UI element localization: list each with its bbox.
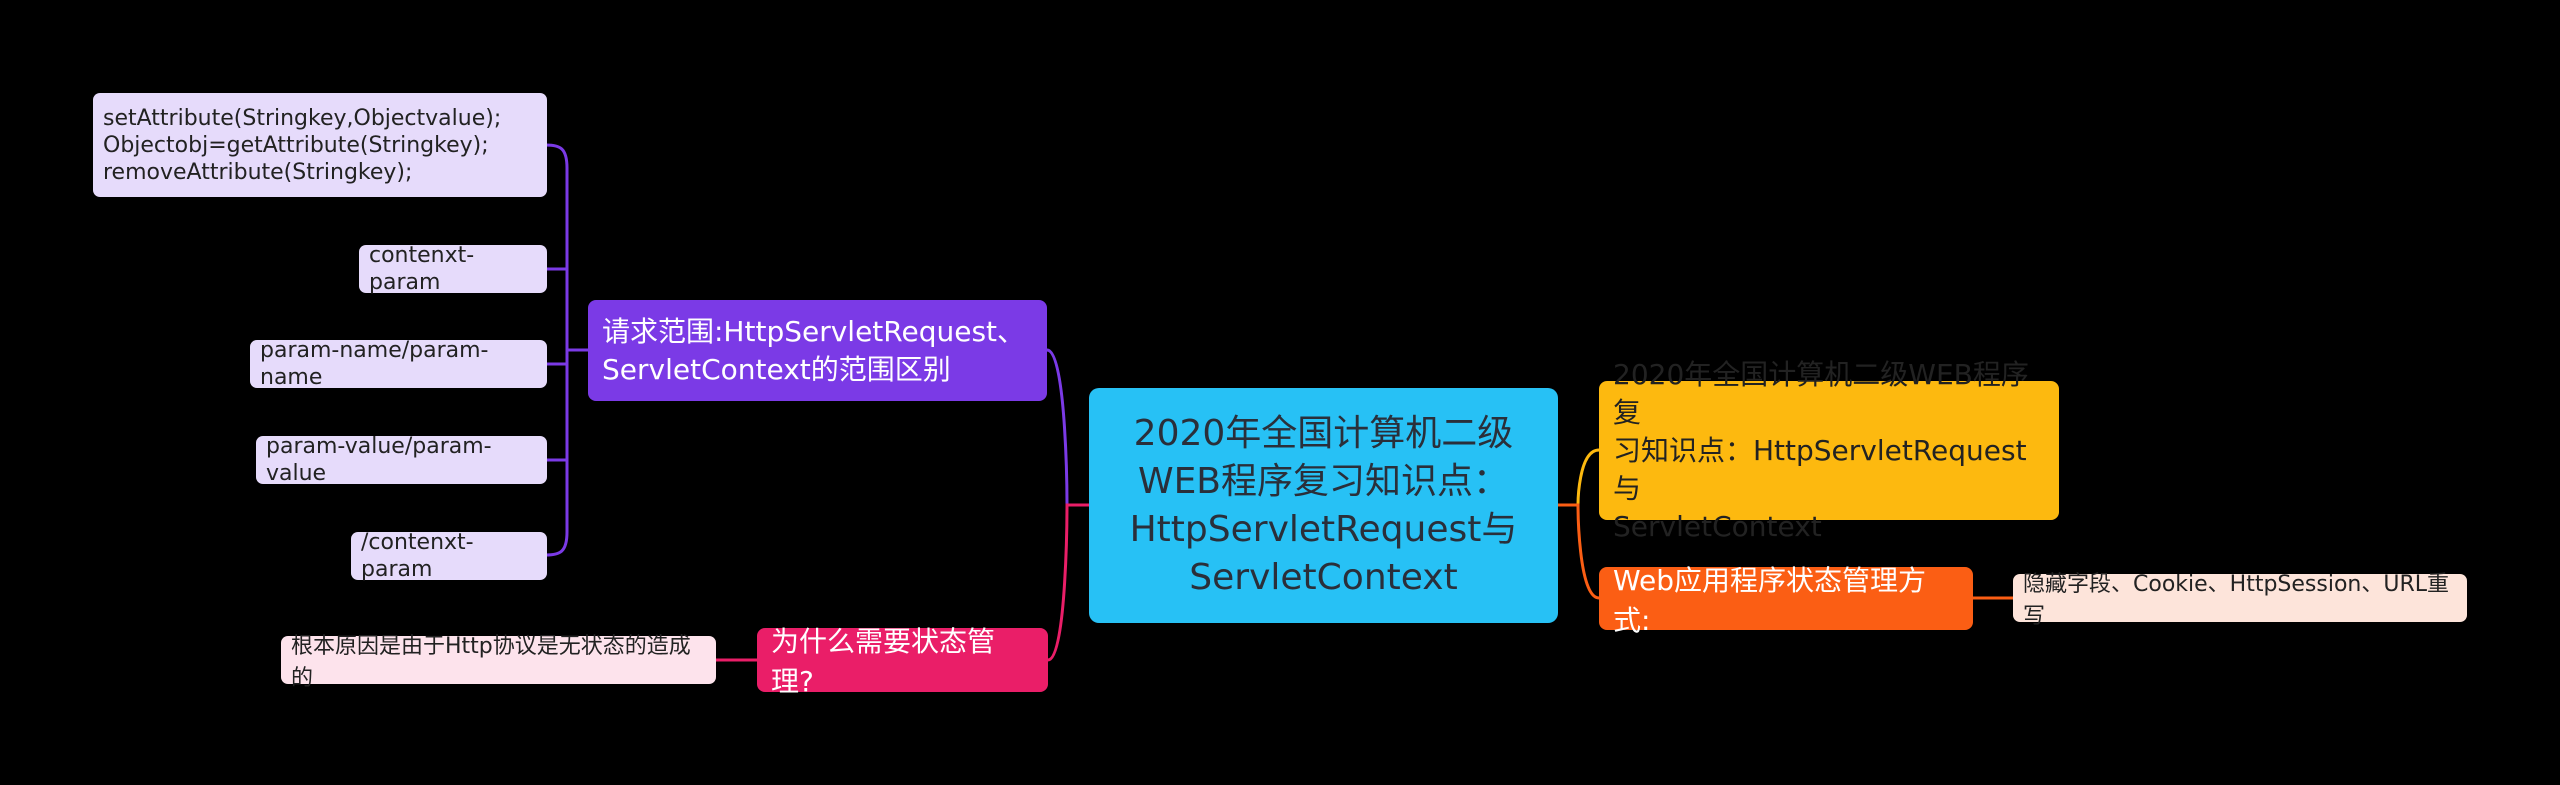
topic-summary[interactable]: 2020年全国计算机二级WEB程序复 习知识点：HttpServletReque… <box>1599 358 2059 543</box>
root-topic[interactable]: 2020年全国计算机二级 WEB程序复习知识点： HttpServletRequ… <box>1089 388 1558 623</box>
link-root-web <box>1558 503 1600 600</box>
leaf-contenxt-param-close[interactable]: /contenxt-param <box>351 530 547 582</box>
leaf-root-cause[interactable]: 根本原因是由于Http协议是无状态的造成的 <box>281 634 716 691</box>
leaf-attribute-methods[interactable]: setAttribute(Stringkey,Objectvalue); Obj… <box>93 93 547 197</box>
leaf-param-value[interactable]: param-value/param-value <box>256 434 547 486</box>
link-root-scope <box>1046 348 1089 507</box>
topic-web-state-management[interactable]: Web应用程序状态管理方式: <box>1599 564 1973 637</box>
link-root-summary <box>1558 448 1600 507</box>
leaf-contenxt-param[interactable]: contenxt-param <box>359 243 547 295</box>
link-root-why <box>1047 503 1089 662</box>
leaf-state-methods[interactable]: 隐藏字段、Cookie、HttpSession、URL重写 <box>2013 572 2467 629</box>
link-scope-bracket <box>545 143 588 557</box>
leaf-param-name[interactable]: param-name/param-name <box>250 338 547 390</box>
topic-request-scope[interactable]: 请求范围:HttpServletRequest、 ServletContext的… <box>588 300 1047 401</box>
topic-why-state[interactable]: 为什么需要状态管理? <box>757 625 1048 698</box>
